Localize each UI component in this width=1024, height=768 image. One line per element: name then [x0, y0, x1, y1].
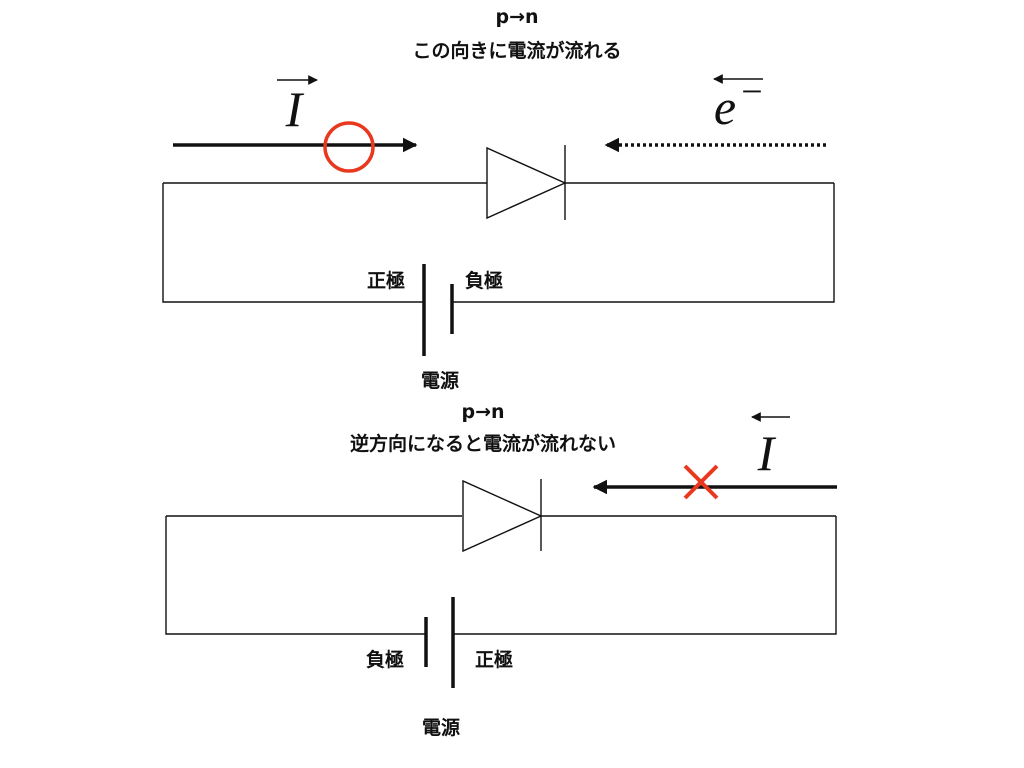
bottom-left-terminal-label: 負極 — [366, 648, 404, 671]
bottom-right-terminal-label: 正極 — [475, 648, 513, 671]
bottom-current-symbol: I — [751, 412, 790, 481]
top-electron-symbol: e − — [713, 71, 763, 135]
top-current-letter: I — [285, 81, 305, 137]
reverse-bias-section: p→n 逆方向になると電流が流れない I 負極 正極 電源 — [165, 401, 837, 739]
top-caption: この向きに電流が流れる — [412, 39, 621, 62]
top-battery-icon — [422, 264, 454, 356]
cross-mark-icon — [683, 464, 719, 500]
top-direction-label: p→n — [495, 6, 538, 28]
top-left-terminal-label: 正極 — [367, 269, 405, 292]
top-electron-letter: e — [714, 79, 736, 135]
forward-bias-section: p→n この向きに電流が流れる I e − — [162, 6, 835, 392]
bottom-battery-icon — [424, 597, 455, 688]
circle-mark-icon — [323, 121, 375, 173]
top-circuit-wire — [162, 182, 835, 303]
bottom-source-label: 電源 — [422, 716, 460, 739]
bottom-diode-icon — [462, 479, 543, 553]
top-right-terminal-label: 負極 — [465, 269, 503, 292]
bottom-caption: 逆方向になると電流が流れない — [350, 432, 616, 455]
bottom-circuit-wire — [165, 515, 837, 635]
top-diode-icon — [461, 145, 567, 220]
bottom-current-letter: I — [757, 425, 777, 481]
top-electron-charge: − — [741, 71, 762, 113]
top-source-label: 電源 — [421, 369, 459, 392]
top-current-symbol: I — [277, 75, 318, 137]
bottom-direction-label: p→n — [461, 401, 504, 423]
